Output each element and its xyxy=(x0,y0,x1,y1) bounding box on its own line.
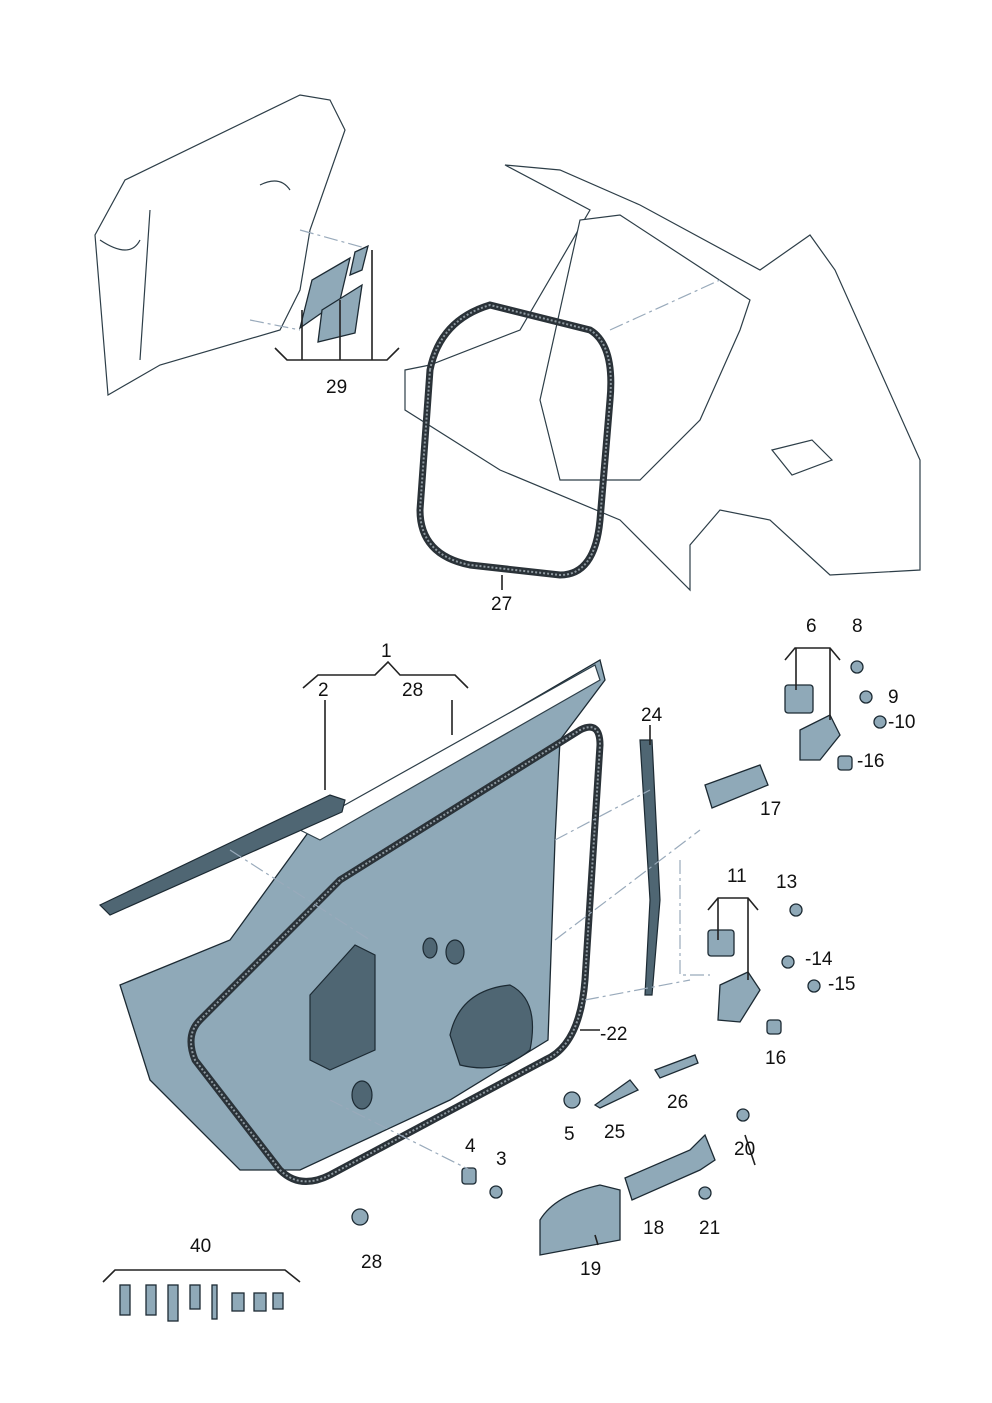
door-check-spring-17 xyxy=(704,764,769,809)
label-6: 6 xyxy=(806,616,817,637)
label-1: 1 xyxy=(381,641,392,662)
screws-40 xyxy=(119,1284,284,1322)
label-5: 5 xyxy=(564,1124,575,1145)
label-8: 8 xyxy=(852,616,863,637)
rear-door-view xyxy=(94,94,400,396)
label-27: 27 xyxy=(491,594,512,615)
label-20: 20 xyxy=(734,1139,755,1160)
label-21: 21 xyxy=(699,1218,720,1239)
label-13: 13 xyxy=(776,872,797,893)
label-29: 29 xyxy=(326,377,347,398)
label-40: 40 xyxy=(190,1236,211,1257)
label-14: -14 xyxy=(805,949,833,970)
label-19: 19 xyxy=(580,1259,601,1280)
handle-19 xyxy=(539,1184,621,1256)
label-11: 11 xyxy=(727,866,747,887)
label-25: 25 xyxy=(604,1122,625,1143)
label-17: 17 xyxy=(760,799,781,820)
label-28-top: 28 xyxy=(402,680,423,701)
door-seal-22 xyxy=(187,723,604,1185)
label-10: -10 xyxy=(888,712,915,733)
label-16-top: -16 xyxy=(857,751,884,772)
label-28-bottom: 28 xyxy=(361,1252,382,1273)
label-3: 3 xyxy=(496,1149,507,1170)
label-18: 18 xyxy=(643,1218,664,1239)
label-26: 26 xyxy=(667,1092,688,1113)
car-body-view xyxy=(404,164,921,592)
callout-labels: 29 27 1 2 28 24 6 8 9 -10 -16 17 11 13 -… xyxy=(190,377,915,1280)
hardware xyxy=(119,660,887,1322)
door-check-strap-18 xyxy=(624,1133,716,1201)
window-trim-2 xyxy=(98,794,346,916)
label-4: 4 xyxy=(465,1136,476,1157)
label-15: -15 xyxy=(828,974,855,995)
label-9: 9 xyxy=(888,687,899,708)
label-16-bottom: 16 xyxy=(765,1048,786,1069)
label-2: 2 xyxy=(318,680,329,701)
label-24: 24 xyxy=(641,705,663,726)
label-22: -22 xyxy=(600,1024,627,1045)
leader-lines xyxy=(102,647,841,1283)
